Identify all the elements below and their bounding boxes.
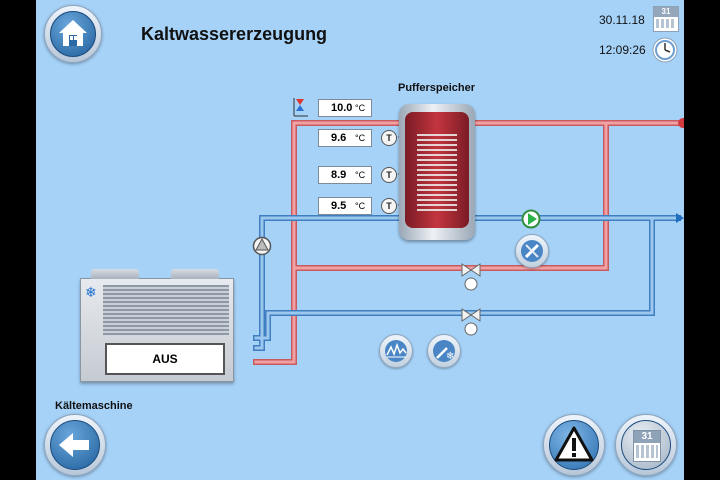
tools-icon — [521, 240, 543, 262]
calendar-grid — [656, 19, 676, 28]
chiller-unit[interactable]: ❄ AUS — [80, 269, 234, 382]
chiller-fan — [171, 269, 219, 279]
pump-icon[interactable] — [521, 209, 541, 229]
sensor-bottom-field: 9.5 °C — [318, 197, 372, 215]
back-arrow-icon — [59, 433, 89, 457]
screen: Kaltwassererzeugung 30.11.18 31 12:09:26… — [36, 0, 684, 480]
chiller-status[interactable]: AUS — [105, 343, 225, 375]
chiller-grille — [103, 285, 229, 335]
calendar-day: 31 — [654, 7, 678, 17]
clock-icon[interactable] — [652, 37, 678, 63]
back-button-face — [50, 420, 100, 470]
sensor-middle-value: 8.9 — [331, 169, 347, 181]
calendar-icon: 31 — [633, 430, 661, 462]
home-icon — [59, 20, 87, 46]
alarm-button[interactable] — [543, 414, 605, 476]
tools-button[interactable] — [515, 234, 549, 268]
temperature-sensor-icon: T — [381, 130, 397, 146]
footer-calendar-day: 31 — [634, 431, 660, 443]
alarm-button-face — [549, 420, 599, 470]
calendar-icon[interactable]: 31 — [653, 6, 679, 32]
date-display: 30.11.18 — [599, 13, 645, 27]
chart-button[interactable] — [379, 334, 413, 368]
sensor-bottom-unit: °C — [355, 201, 366, 211]
temperature-sensor-icon: T — [381, 198, 397, 214]
home-button-face — [50, 11, 96, 57]
tank-heat-exchanger — [417, 134, 457, 214]
snowflake-icon: ❄ — [85, 285, 97, 301]
calendar-button[interactable]: 31 — [615, 414, 677, 476]
setpoint-value: 10.0 — [331, 102, 353, 114]
sensor-middle-unit: °C — [355, 170, 366, 180]
setpoint-unit: °C — [355, 103, 366, 113]
chiller-fan — [91, 269, 139, 279]
back-button[interactable] — [44, 414, 106, 476]
setpoint-icon — [293, 98, 308, 117]
pump-icon[interactable] — [252, 236, 272, 256]
calendar-button-face: 31 — [621, 420, 671, 470]
pipe-diagram — [253, 98, 684, 365]
sensor-middle-field: 8.9 °C — [318, 166, 372, 184]
svg-text:❄: ❄ — [446, 351, 454, 362]
service-button[interactable]: ❄ — [427, 334, 461, 368]
sensor-bottom-value: 9.5 — [331, 200, 347, 212]
buffer-tank[interactable] — [399, 104, 475, 240]
snowflake-tools-icon: ❄ — [433, 340, 455, 362]
time-display: 12:09:26 — [599, 43, 646, 57]
footer-calendar-grid — [636, 445, 658, 458]
home-button[interactable] — [44, 5, 102, 63]
warning-icon — [554, 426, 594, 462]
chiller-label: Kältemaschine — [55, 400, 133, 412]
valve-icon[interactable] — [460, 307, 482, 337]
sensor-top-value: 9.6 — [331, 132, 347, 144]
valve-icon[interactable] — [460, 262, 482, 292]
setpoint-field[interactable]: 10.0 °C — [318, 99, 372, 117]
sensor-top-field: 9.6 °C — [318, 129, 372, 147]
sensor-top-unit: °C — [355, 133, 366, 143]
tank-label: Pufferspeicher — [398, 82, 476, 94]
temperature-sensor-icon: T — [381, 167, 397, 183]
cold-outlet-marker — [676, 213, 684, 223]
hot-outlet-marker — [678, 118, 684, 128]
chart-icon — [385, 340, 407, 362]
page-title: Kaltwassererzeugung — [141, 24, 328, 44]
